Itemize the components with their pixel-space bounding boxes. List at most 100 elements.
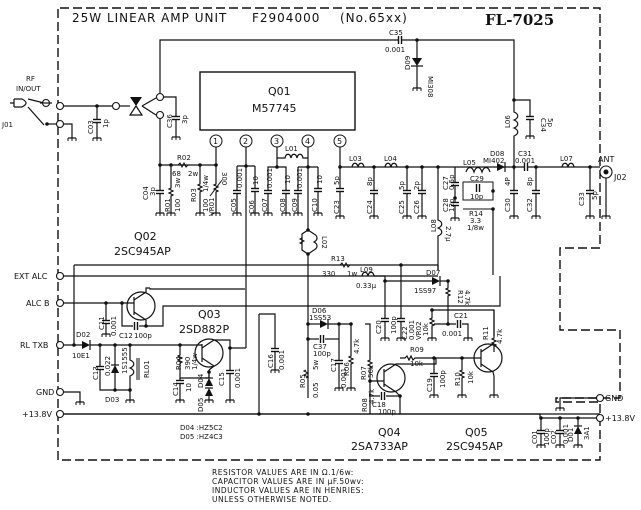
c32-val: 8p — [526, 177, 534, 186]
c04-ref: C04 — [142, 186, 150, 200]
c25-ref: C25 — [398, 200, 406, 214]
c12-ref: C12 — [119, 332, 133, 340]
l03-ref: L03 — [349, 155, 362, 163]
note-capacitor: CAPACITOR VALUES ARE IN μF.50wv: — [212, 477, 364, 486]
j02-ant-connector[interactable] — [599, 165, 613, 179]
c06-val: 10 — [252, 176, 260, 185]
r13-watt: 1w — [347, 270, 357, 278]
r05-ref: R05 — [299, 374, 307, 388]
l05-ref: L05 — [463, 159, 476, 167]
relay-rx-contact — [155, 110, 165, 120]
j01-connector[interactable] — [10, 98, 52, 126]
r11-ref: R11 — [482, 326, 490, 340]
c24-val: 8p — [366, 177, 374, 186]
c29-val: 10p — [470, 193, 484, 201]
r01-val: 100 — [174, 199, 182, 212]
c23-ref: C23 — [333, 200, 341, 214]
r04-ref: R04 — [175, 356, 183, 370]
c32-ref: C32 — [526, 198, 534, 212]
c12-val: 100p — [134, 332, 152, 340]
serial-number: (No.65xx) — [340, 11, 408, 25]
c20-ref: C20 — [375, 320, 383, 334]
c23-val: 5p — [333, 176, 341, 185]
zener-legend-d05: D05 :HZ4C3 — [180, 433, 223, 441]
gnd-right-terminal[interactable] — [595, 393, 605, 403]
v-left-label: +13.8V — [22, 410, 53, 419]
c02-val: 0.001 — [562, 424, 570, 444]
q04-transistor — [370, 363, 406, 397]
ext-alc-terminal[interactable] — [55, 271, 65, 281]
l07-ref: L07 — [560, 155, 573, 163]
alc-b-terminal[interactable] — [55, 298, 65, 308]
c21-val: 0.001 — [442, 330, 462, 338]
c14-val: 10 — [185, 383, 193, 392]
q03-ref: Q03 — [198, 308, 221, 321]
r08-val: 4.7k — [368, 388, 376, 404]
vr01-ref: VR01 — [208, 197, 216, 216]
c14-ref: C14 — [172, 382, 180, 396]
v-left-terminal[interactable] — [55, 409, 65, 419]
r02-ref: R02 — [177, 154, 191, 162]
rl-txb-label: RL TXB — [20, 341, 48, 350]
c09-val: 0.001 — [296, 168, 304, 188]
note-resistor: RESISTOR VALUES ARE IN Ω.1/6w: — [212, 468, 354, 477]
gnd-right-label: GND — [605, 394, 623, 403]
c19-ref: C19 — [426, 378, 434, 392]
j02-label: ANT — [598, 155, 614, 164]
j01-label-rf: RF — [26, 75, 35, 83]
ext-alc-label: EXT ALC — [14, 272, 48, 281]
c15-val: 0.001 — [234, 368, 242, 388]
j01-ref: J01 — [1, 121, 13, 129]
vr01-val: 300 — [220, 172, 228, 185]
j01-terminal-rf[interactable] — [55, 101, 65, 111]
c04-val: 3p — [149, 187, 157, 196]
rl-txb-terminal[interactable] — [55, 340, 65, 350]
q03-part: 2SD882P — [179, 323, 229, 336]
j01-terminal-gnd[interactable] — [55, 119, 65, 129]
c27-val: 0.5p — [448, 174, 456, 190]
pin-4: 4 — [305, 137, 310, 146]
c22-val: 0.001 — [408, 320, 416, 340]
c26-val: 2p — [413, 181, 421, 190]
r11-val: 4.7k — [496, 328, 504, 344]
vr02-val: 10k — [422, 322, 430, 336]
d02-val: 10E1 — [72, 352, 90, 360]
c31-val: 0.001 — [515, 157, 535, 165]
q01-ref: Q01 — [268, 85, 291, 98]
alc-b-label: ALC B — [26, 299, 50, 308]
c05-ref: C05 — [230, 198, 238, 212]
c10-val: 10 — [316, 175, 324, 184]
c16-ref: C16 — [267, 354, 275, 368]
c37-val: 100p — [313, 350, 331, 358]
d08-val: MI402 — [483, 157, 504, 165]
part-number: F2904000 — [252, 11, 320, 25]
r04-watt: 1/4w — [191, 353, 199, 370]
r14-val: 3.3 — [470, 217, 481, 225]
c24-ref: C24 — [366, 200, 374, 214]
gnd-left-terminal[interactable] — [55, 387, 65, 397]
c30-val: 4P — [504, 177, 512, 186]
q05-transistor — [462, 343, 503, 377]
c13-val: 0.022 — [104, 356, 112, 376]
v-right-terminal[interactable] — [595, 413, 605, 423]
r13-val: 330 — [322, 270, 335, 278]
r13-ref: R13 — [331, 255, 345, 263]
d09-val: MI308 — [426, 76, 434, 97]
c10-ref: C10 — [311, 198, 319, 212]
d01-val: 3A1 — [583, 426, 591, 440]
pin-2: 2 — [243, 137, 248, 146]
r14-ref: R14 — [469, 210, 483, 218]
q01-ic[interactable] — [199, 71, 356, 131]
c07-val: 0.001 — [266, 168, 274, 188]
q04-part: 2SA733AP — [351, 440, 408, 453]
d03-val: 1S1555 — [121, 347, 129, 374]
q02-transistor — [122, 287, 156, 321]
r09-ref: R09 — [410, 346, 424, 354]
rf-relay-switch — [120, 97, 157, 116]
c25-val: 5p — [398, 181, 406, 190]
r05-watt: 5w — [312, 360, 320, 370]
q01-pins: 1 2 3 4 5 — [209, 134, 347, 148]
r10-ref: R10 — [454, 372, 462, 386]
c05-val: 0.001 — [236, 168, 244, 188]
l09-val: 0.33μ — [356, 282, 377, 290]
